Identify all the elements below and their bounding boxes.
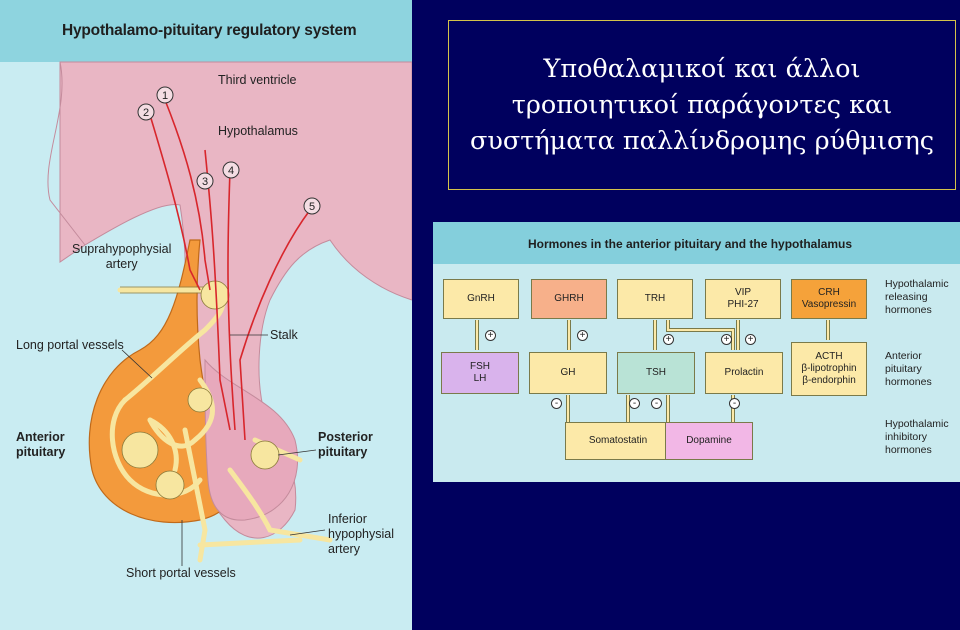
anatomy-illustration: 1 2 3 4 5: [47, 61, 412, 566]
slide-title-box: Υποθαλαμικοί και άλλοι τροποιητικοί παρά…: [448, 20, 956, 190]
side-label-anterior: Anterior pituitary hormones: [885, 350, 932, 388]
box-acth: ACTH β-lipotrophin β-endorphin: [791, 342, 867, 396]
label-inferior-hypophysial-artery: Inferior hypophysial artery: [328, 512, 395, 556]
hypothalamo-pituitary-figure: Hypothalamo-pituitary regulatory system: [0, 0, 412, 630]
neuron-label-5: 5: [309, 201, 315, 213]
label-third-ventricle: Third ventricle: [218, 73, 297, 87]
minus-sign-gh: -: [551, 398, 562, 409]
plus-sign-ghrh: +: [577, 330, 588, 341]
posterior-pituitary-shape: [204, 358, 299, 521]
box-ghrh: GHRH: [531, 279, 607, 319]
label-hypothalamus: Hypothalamus: [218, 124, 298, 138]
neuron-markers: [137, 86, 321, 215]
box-dopamine: Dopamine: [665, 422, 753, 460]
capillary-tufts: [121, 280, 280, 500]
plus-sign-vip: +: [745, 334, 756, 345]
box-crh: CRH Vasopressin: [791, 279, 867, 319]
hypothalamus-fold: [47, 61, 86, 246]
box-vip: VIP PHI-27: [705, 279, 781, 319]
hormones-title-bar: [433, 222, 960, 264]
neuron-label-4: 4: [228, 165, 234, 177]
side-label-releasing: Hypothalamic releasing hormones: [885, 278, 949, 316]
plus-sign-gnrh: +: [485, 330, 496, 341]
figure-title-bar: [0, 0, 412, 62]
hormones-title: Hormones in the anterior pituitary and t…: [528, 237, 853, 251]
box-gh: GH: [529, 352, 607, 394]
neurons: [149, 99, 311, 441]
box-trh: TRH: [617, 279, 693, 319]
side-label-inhibitory: Hypothalamic inhibitory hormones: [885, 418, 949, 456]
slide-title-line-2: τροποιητικοί παράγοντες και: [511, 90, 893, 120]
box-prolactin: Prolactin: [705, 352, 783, 394]
box-tsh: TSH: [617, 352, 695, 394]
plus-sign-trh-tsh: +: [663, 334, 674, 345]
figure-title: Hypothalamo-pituitary regulatory system: [62, 22, 357, 39]
label-stalk: Stalk: [270, 328, 298, 342]
box-fsh-lh: FSH LH: [441, 352, 519, 394]
minus-sign-tsh-dopamine: -: [651, 398, 662, 409]
label-posterior-pituitary: Posterior pituitary: [318, 430, 373, 459]
minus-sign-tsh: -: [629, 398, 640, 409]
minus-sign-prolactin: -: [729, 398, 740, 409]
vessel-outlines: [120, 286, 210, 294]
label-long-portal-vessels: Long portal vessels: [16, 338, 124, 352]
label-anterior-pituitary: Anterior pituitary: [16, 430, 66, 459]
neuron-label-2: 2: [143, 107, 149, 119]
neuron-label-3: 3: [202, 176, 208, 188]
leader-lines: [121, 334, 326, 566]
label-suprahypophysial-artery: Suprahypophysial artery: [72, 242, 172, 271]
slide-title-line-3: συστήματα παλλίνδρομης ρύθμισης: [469, 126, 935, 156]
neuron-label-1: 1: [162, 90, 168, 102]
box-gnrh: GnRH: [443, 279, 519, 319]
plus-sign-trh-prolactin: +: [721, 334, 732, 345]
label-short-portal-vessels: Short portal vessels: [126, 566, 236, 580]
box-somatostatin: Somatostatin: [565, 422, 671, 460]
slide-title-line-1: Υποθαλαμικοί και άλλοι: [543, 54, 861, 84]
hormones-figure: Hormones in the anterior pituitary and t…: [433, 222, 960, 482]
